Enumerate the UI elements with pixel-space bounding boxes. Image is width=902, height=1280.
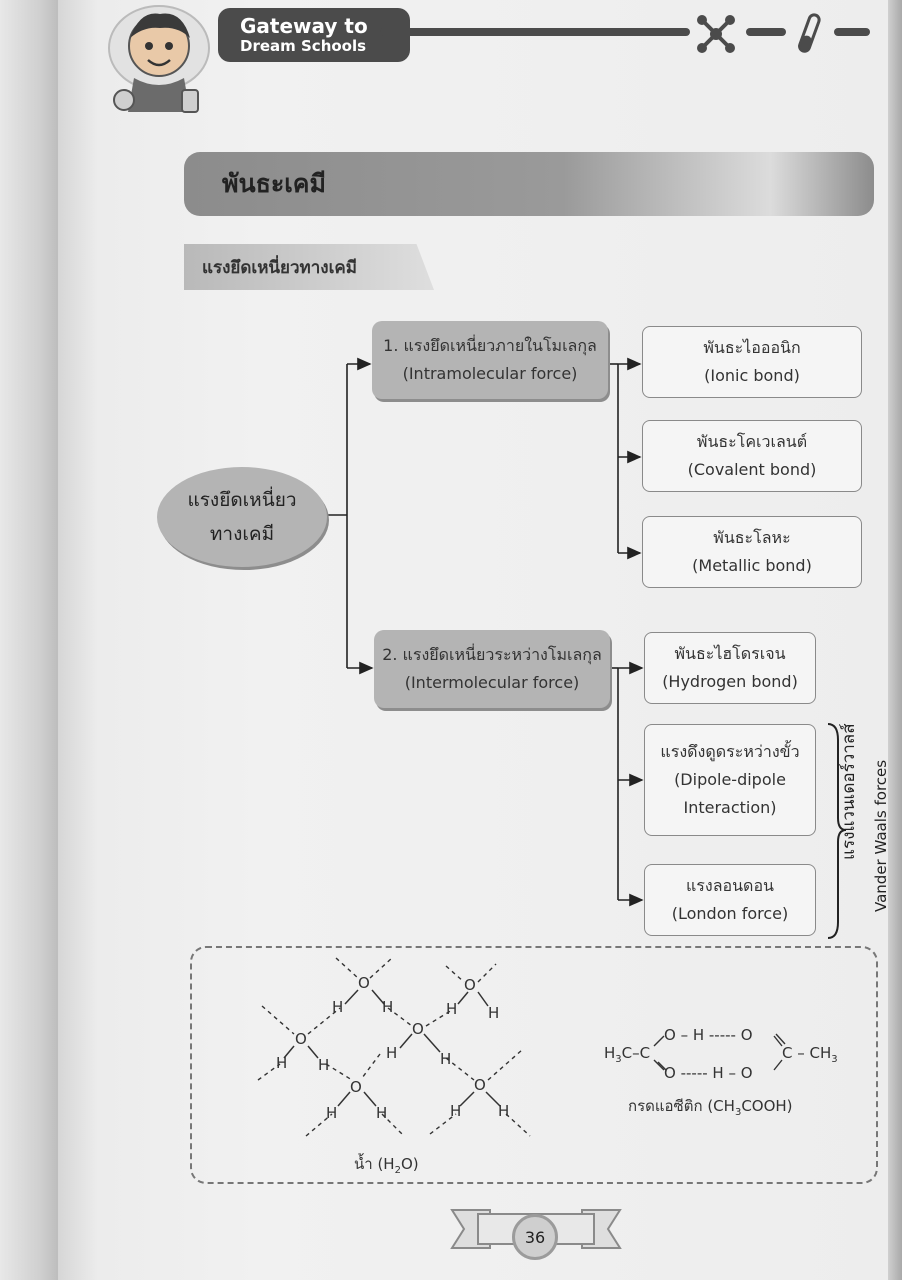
root-line1: แรงยึดเหนี่ยว [187, 489, 297, 511]
intermolecular-node: 2. แรงยึดเหนี่ยวระหว่างโมเลกุล (Intermol… [374, 630, 610, 708]
water-h-4a: H [386, 1044, 398, 1062]
covalent-bond-th: พันธะโคเวเลนต์ [696, 432, 808, 451]
header-badge: Gateway to Dream Schools [218, 8, 410, 62]
molecule-examples-box [190, 946, 878, 1184]
intramolecular-en: (Intramolecular force) [402, 364, 578, 383]
section-title-bar: พันธะเคมี [184, 152, 874, 216]
metallic-bond-en: (Metallic bond) [692, 556, 812, 575]
ionic-bond-box: พันธะไอออนิก (Ionic bond) [642, 326, 862, 398]
acetic-right-group: C – CH3 [782, 1044, 838, 1065]
acetic-bottom-chain: O ----- H – O [664, 1064, 753, 1082]
water-o-2: O [464, 976, 476, 994]
header-rule-2 [746, 28, 786, 36]
water-h-1b: H [382, 998, 394, 1016]
dipole-dipole-en: (Dipole-dipole [674, 770, 786, 789]
water-o-1: O [358, 974, 370, 992]
root-line2: ทางเคมี [209, 523, 275, 545]
intermolecular-th: 2. แรงยึดเหนี่ยวระหว่างโมเลกุล [382, 645, 602, 664]
acetic-left-group: H3C–C [604, 1044, 651, 1065]
ionic-bond-th: พันธะไอออนิก [703, 338, 801, 357]
acetic-top-chain: O – H ----- O [664, 1026, 753, 1044]
metallic-bond-th: พันธะโลหะ [713, 528, 791, 547]
water-caption: น้ำ (H2O) [354, 1155, 419, 1176]
water-o-3: O [295, 1030, 307, 1048]
root-node: แรงยึดเหนี่ยว ทางเคมี [157, 467, 327, 567]
intramolecular-th: 1. แรงยึดเหนี่ยวภายในโมเลกุล [383, 336, 597, 355]
london-force-th: แรงลอนดอน [685, 876, 774, 895]
london-force-box: แรงลอนดอน (London force) [644, 864, 816, 936]
water-h-3b: H [318, 1056, 330, 1074]
dipole-dipole-th: แรงดึงดูดระหว่างขั้ว [660, 742, 800, 761]
ionic-bond-en: (Ionic bond) [704, 366, 800, 385]
molecule-icon [697, 15, 735, 53]
header-rule [380, 28, 690, 36]
intramolecular-node: 1. แรงยึดเหนี่ยวภายในโมเลกุล (Intramolec… [372, 321, 608, 399]
test-tube-icon [798, 13, 821, 53]
page-number: 36 [512, 1214, 558, 1260]
water-o-6: O [474, 1076, 486, 1094]
header-rule-3 [834, 28, 870, 36]
header-line2: Dream Schools [240, 37, 367, 55]
hydrogen-bond-en: (Hydrogen bond) [662, 672, 798, 691]
water-h-6b: H [498, 1102, 510, 1120]
subsection-title-bar: แรงยึดเหนี่ยวทางเคมี [184, 244, 434, 290]
hydrogen-bond-th: พันธะไฮโดรเจน [674, 644, 786, 663]
mascot-illustration [108, 5, 210, 113]
acetic-caption: กรดแอซีติก (CH3COOH) [628, 1097, 793, 1118]
water-h-5b: H [376, 1104, 388, 1122]
dipole-dipole-box: แรงดึงดูดระหว่างขั้ว (Dipole-dipole Inte… [644, 724, 816, 836]
water-h-4b: H [440, 1050, 452, 1068]
water-h-2a: H [446, 1000, 458, 1018]
metallic-bond-box: พันธะโลหะ (Metallic bond) [642, 516, 862, 588]
subsection-title: แรงยึดเหนี่ยวทางเคมี [202, 257, 357, 278]
covalent-bond-box: พันธะโคเวเลนต์ (Covalent bond) [642, 420, 862, 492]
section-title: พันธะเคมี [222, 169, 327, 198]
intermolecular-en: (Intermolecular force) [404, 673, 580, 692]
covalent-bond-en: (Covalent bond) [687, 460, 817, 479]
water-h-6a: H [450, 1102, 462, 1120]
dipole-dipole-en2: Interaction) [683, 798, 777, 817]
water-o-5: O [350, 1078, 362, 1096]
hydrogen-bond-box: พันธะไฮโดรเจน (Hydrogen bond) [644, 632, 816, 704]
london-force-en: (London force) [671, 904, 789, 923]
book-spine [0, 0, 58, 1280]
water-h-5a: H [326, 1104, 338, 1122]
water-h-3a: H [276, 1054, 288, 1072]
page-edge [888, 0, 902, 1280]
header-line1: Gateway to [240, 14, 368, 38]
water-h-2b: H [488, 1004, 500, 1022]
water-o-4: O [412, 1020, 424, 1038]
water-h-1a: H [332, 998, 344, 1016]
